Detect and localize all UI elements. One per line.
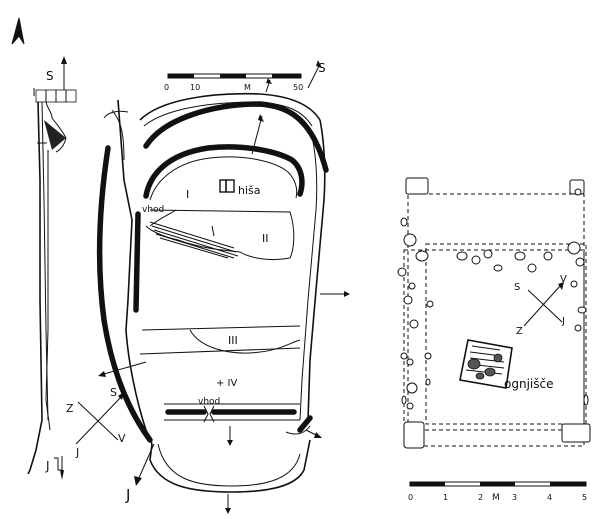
plan-scale-2: 2 [478,493,483,502]
scale-tick-0: 0 [164,83,169,92]
enclosure-plan [96,92,350,514]
hearth-feature [459,339,513,389]
plan-compass-j: J [561,316,565,327]
zone-label-ii: II [262,232,269,245]
house-label: hiša [238,184,261,197]
plan-scale-4: 4 [547,493,552,502]
scale-tick-10: 10 [190,83,200,92]
zone-label-iii: III [228,334,238,347]
bottom-j-label: J [125,486,130,504]
entrance-label-upper: vhod [142,205,164,215]
plan-scale-1: 1 [443,493,448,502]
plan-compass-s: S [514,282,520,293]
excavation-plan: ognjišče S V Z J [397,177,591,449]
compass-main-v: V [118,432,126,445]
plan-scale-m: M [492,493,500,503]
scale-bar-plan: 0 1 2 M 3 4 5 [408,481,587,503]
north-label-s: S [318,61,326,75]
scale-tick-m: M [244,83,251,92]
plan-scale-0: 0 [408,493,413,502]
plan-compass-v: V [560,274,567,285]
scale-tick-50: 50 [293,83,303,92]
profile-label-s: S [46,69,54,83]
plan-scale-5: 5 [582,493,587,502]
entrance-label-lower: vhod [198,397,220,407]
zone-label-i: I [186,188,189,201]
hearth-label: ognjišče [504,377,553,391]
plan-scale-3: 3 [512,493,517,502]
compass-main-j: J [75,446,79,459]
north-arrow-icon [11,17,25,45]
zone-label-iv: + IV [216,378,238,389]
compass-main-s: S [110,386,117,399]
cross-section-profile: S J [27,56,77,480]
compass-main-z: Z [66,402,74,415]
compass-main: S Z J V [66,386,126,459]
plan-compass-z: Z [516,326,523,337]
profile-label-j: J [45,459,50,473]
scale-bar-main: 0 10 M 50 S [164,60,326,93]
